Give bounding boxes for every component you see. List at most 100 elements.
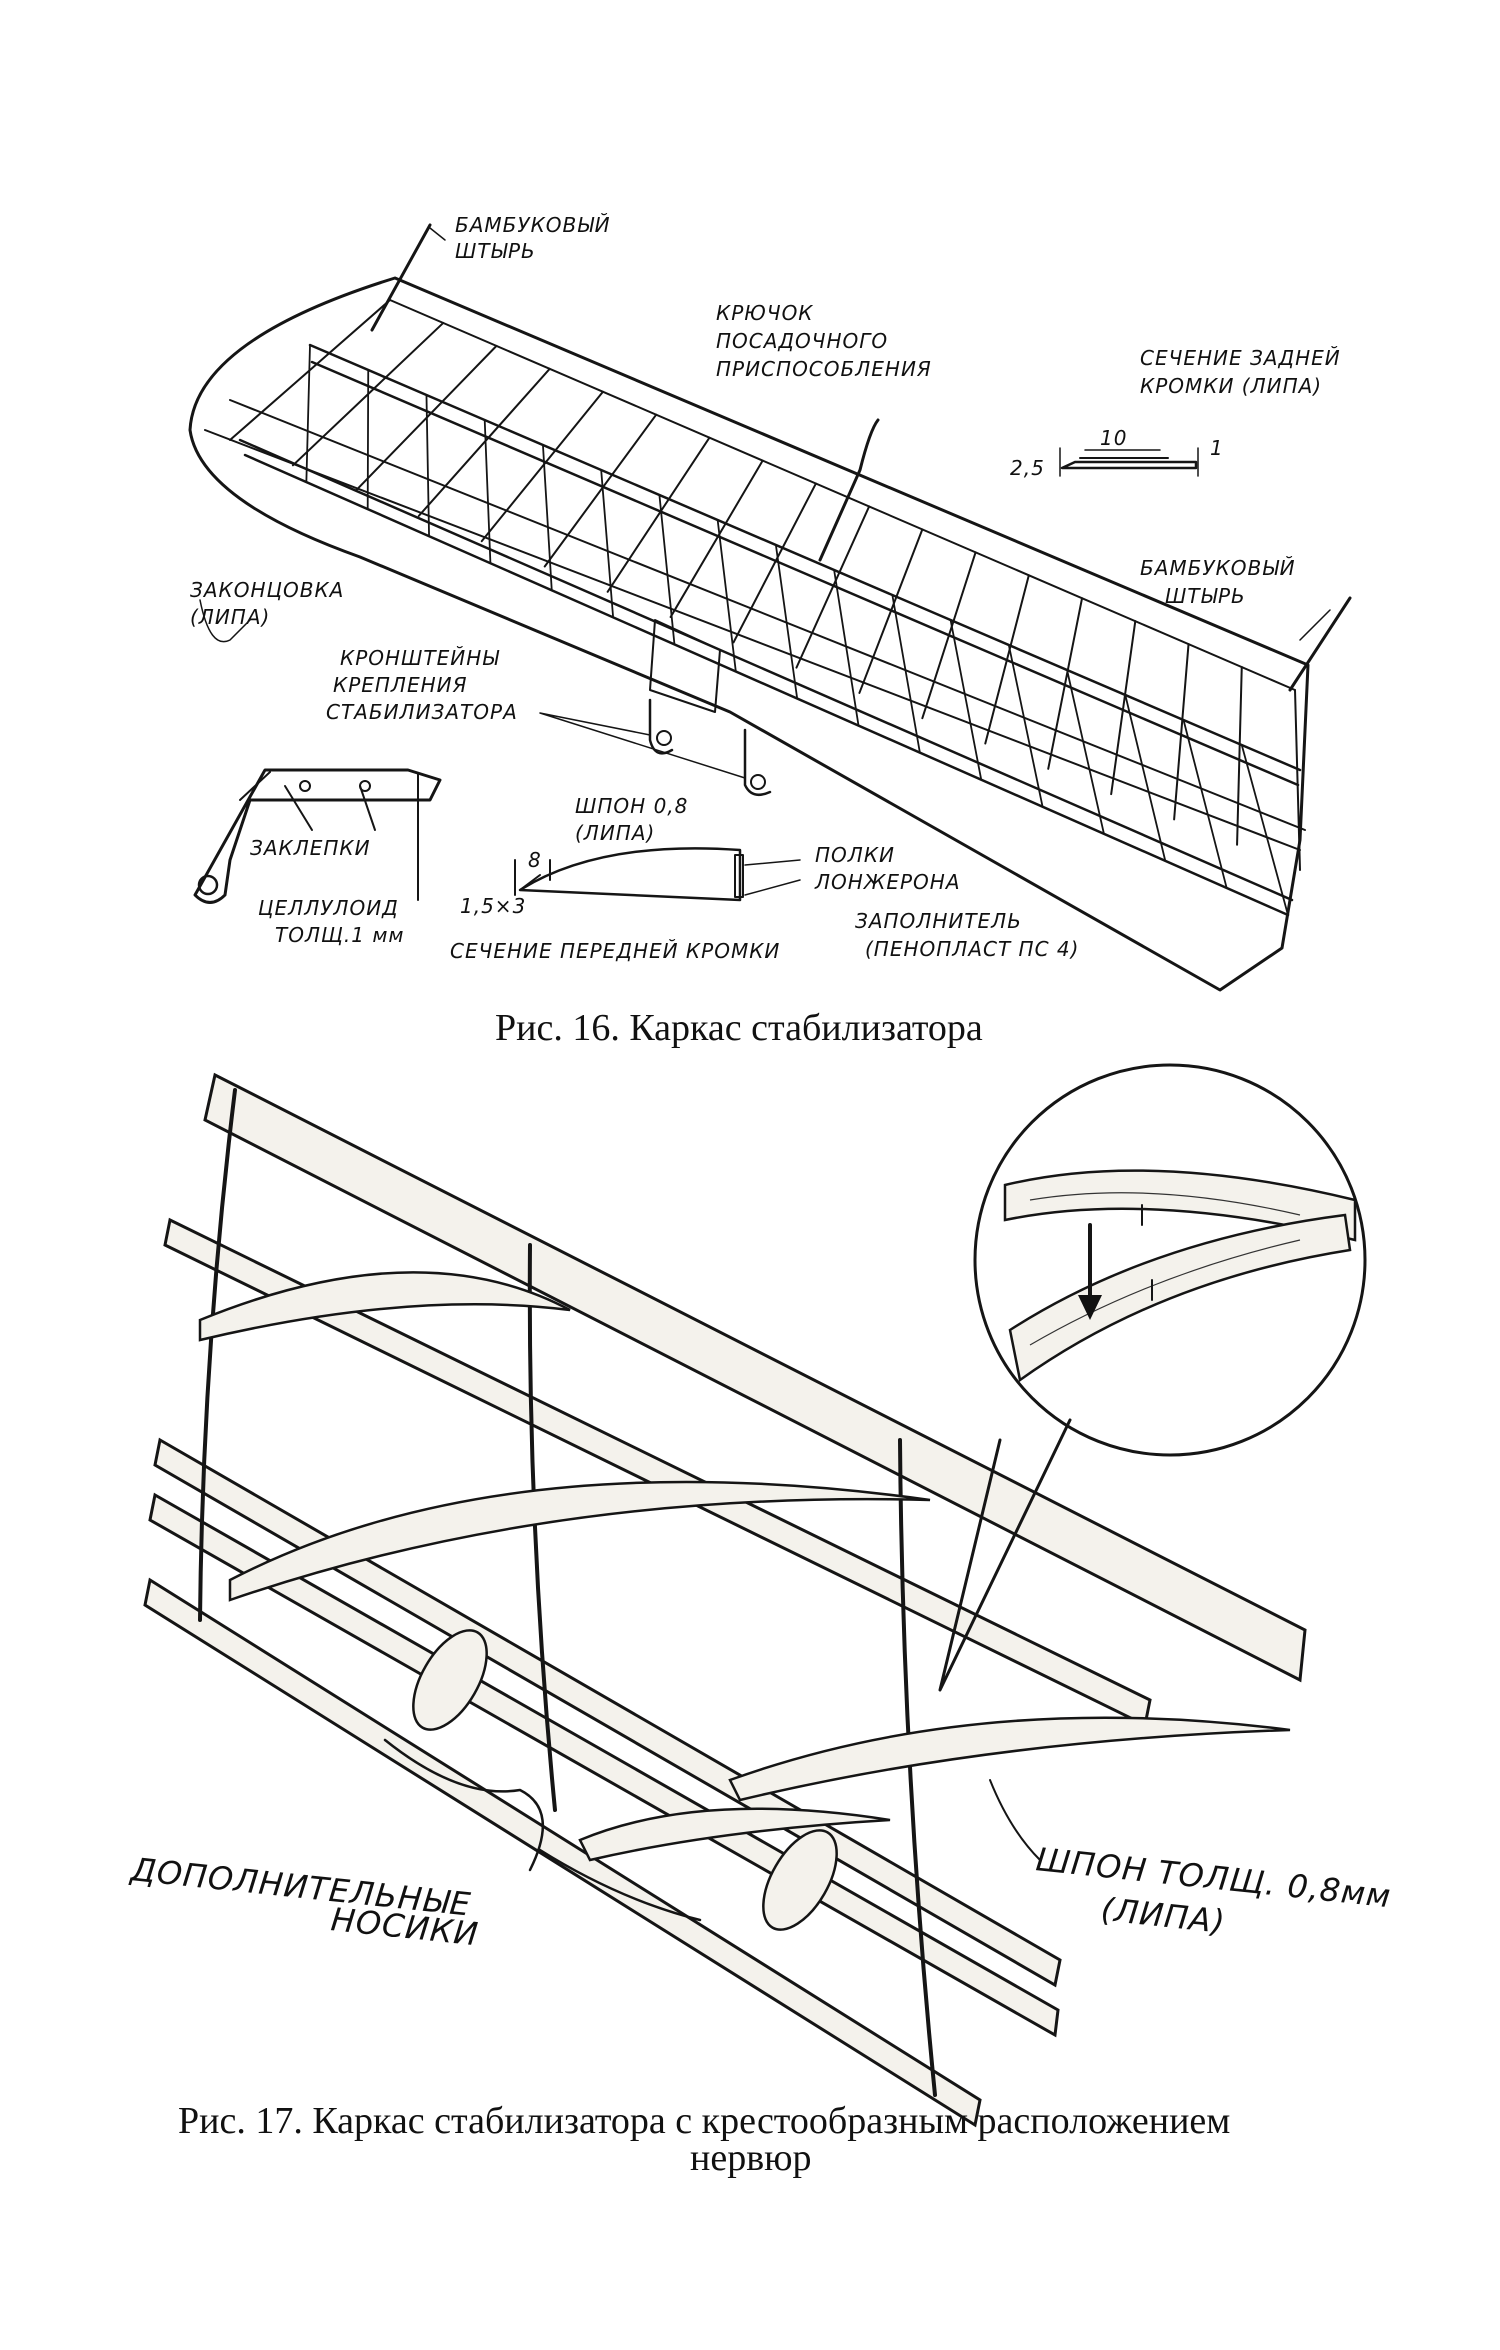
rib xyxy=(1236,666,1243,846)
rib xyxy=(984,574,1030,745)
diagonal-brace xyxy=(366,369,370,511)
rib xyxy=(527,1243,557,1812)
caption-fig17-line2: нервюр xyxy=(690,2137,812,2179)
label-veneer-2: (ЛИПА) xyxy=(575,821,655,845)
label-filler-1: ЗАПОЛНИТЕЛЬ xyxy=(855,909,1022,933)
rib xyxy=(858,528,924,694)
diagonal-brace xyxy=(305,344,311,483)
label-hook-2: ПОСАДОЧНОГО xyxy=(716,329,888,353)
trailing-edge-beam xyxy=(203,1072,1307,1683)
rib xyxy=(1173,643,1190,821)
diagonal-brace xyxy=(483,419,492,565)
extra-noses-brace xyxy=(383,1738,702,1922)
diagonal-brace xyxy=(425,394,430,538)
vertical-ribs xyxy=(198,1088,937,2097)
zoom-detail-content xyxy=(1003,1169,1357,1383)
label-brackets-3: СТАБИЛИЗАТОРА xyxy=(326,700,518,724)
diagonal-brace xyxy=(1007,644,1044,808)
diagonal-brace xyxy=(891,594,921,754)
leading-edge-inner xyxy=(229,399,1306,831)
bracket-1 xyxy=(648,698,674,755)
label-dim-2-5: 2,5 xyxy=(1010,456,1045,480)
veneer-cross-1 xyxy=(198,1271,571,1342)
diagonal-brace xyxy=(1240,744,1289,916)
stabilizer-frame-drawing xyxy=(188,223,1352,992)
label-veneer-1: ШПОН 0,8 xyxy=(575,794,688,818)
diagonal-brace xyxy=(658,494,676,646)
rib xyxy=(1047,597,1084,770)
veneer-cross-4 xyxy=(578,1807,891,1862)
spar-lower xyxy=(143,1577,982,2128)
veneer-cross-3 xyxy=(728,1716,1291,1802)
zoom-detail-circle xyxy=(973,1063,1367,1457)
zoom-pointer xyxy=(938,1418,1072,1692)
label-veneer-2: (ЛИПА) xyxy=(1099,1890,1227,1941)
label-celluloid-1: ЦЕЛЛУЛОИД xyxy=(258,896,399,920)
label-brackets-2: КРЕПЛЕНИЯ xyxy=(333,673,468,697)
rib xyxy=(921,551,977,720)
leading-edge-section xyxy=(514,847,801,902)
label-tip-2: (ЛИПА) xyxy=(190,605,270,629)
rear-spar xyxy=(308,343,1302,772)
trailing-edge-section xyxy=(1059,447,1199,477)
bracket-1-hole xyxy=(656,730,672,746)
diagonal-brace xyxy=(1124,694,1167,862)
label-dim-1-5x3: 1,5×3 xyxy=(460,894,526,918)
label-tip-1: ЗАКОНЦОВКА xyxy=(190,578,344,602)
label-dim-1: 1 xyxy=(1210,436,1224,460)
label-brackets-1: КРОНШТЕЙНЫ xyxy=(340,646,500,670)
label-rivets: ЗАКЛЕПКИ xyxy=(250,836,371,860)
label-spar-flanges-1: ПОЛКИ xyxy=(815,843,895,867)
ribs xyxy=(229,299,1301,871)
rib xyxy=(898,1438,937,2097)
rib xyxy=(795,505,871,669)
label-leading-section: СЕЧЕНИЕ ПЕРЕДНЕЙ КРОМКИ xyxy=(450,939,780,963)
label-hook-3: ПРИСПОСОБЛЕНИЯ xyxy=(716,357,932,381)
rib xyxy=(606,436,711,593)
rib xyxy=(543,413,658,568)
diagonal-brace xyxy=(1066,669,1105,835)
spar-middle-2 xyxy=(148,1492,1060,2038)
label-trailing-section-1: СЕЧЕНИЕ ЗАДНЕЙ xyxy=(1140,346,1341,370)
caption-fig16: Рис. 16. Каркас стабилизатора xyxy=(495,1007,983,1049)
rib xyxy=(1110,620,1137,796)
diagonal-brace xyxy=(833,569,860,727)
label-celluloid-2: ТОЛЩ.1 мм xyxy=(275,923,405,947)
diagonal-brace xyxy=(600,469,615,619)
diagonal-brace xyxy=(542,444,553,592)
rear-spar-2 xyxy=(310,360,1300,787)
label-dim-10: 10 xyxy=(1100,426,1127,450)
label-bamboo-pin-left-1: БАМБУКОВЫЙ xyxy=(455,213,611,237)
bracket-2-hole xyxy=(750,774,766,790)
leading-edge xyxy=(204,429,1301,851)
diagonal-lattice xyxy=(305,344,1289,916)
fig16-labels: БАМБУКОВЫЙ ШТЫРЬ КРЮЧОК ПОСАДОЧНОГО ПРИС… xyxy=(190,213,1341,963)
bamboo-pin-left xyxy=(370,223,432,332)
rib xyxy=(198,1088,237,1622)
rib xyxy=(417,367,551,517)
front-spar xyxy=(238,438,1294,902)
label-bamboo-pin-right-1: БАМБУКОВЫЙ xyxy=(1140,556,1296,580)
rib xyxy=(480,390,604,543)
label-filler-2: (ПЕНОПЛАСТ ПС 4) xyxy=(865,937,1079,961)
label-dim-8: 8 xyxy=(528,848,542,872)
diagonal-brace xyxy=(774,544,799,700)
label-spar-flanges-2: ЛОНЖЕРОНА xyxy=(814,870,961,894)
bamboo-pin-right xyxy=(1288,596,1352,692)
bracket-detail xyxy=(193,768,442,904)
trailing-edge-inner xyxy=(389,299,1296,691)
center-block xyxy=(649,619,721,713)
rib xyxy=(669,459,764,619)
fig16-leaders xyxy=(199,227,1331,779)
label-hook-1: КРЮЧОК xyxy=(716,301,814,325)
diagonal-brace xyxy=(716,519,737,673)
front-spar-2 xyxy=(243,453,1290,917)
extra-nose-1 xyxy=(412,1629,488,1731)
caption-fig17-line1: Рис. 17. Каркас стабилизатора с крестооб… xyxy=(178,2100,1230,2142)
diagonal-brace xyxy=(1182,719,1228,889)
rib xyxy=(732,482,817,644)
veneer-cross-2 xyxy=(228,1480,931,1602)
cross-rib-frame-drawing xyxy=(143,1063,1367,2128)
stabilizer-outline xyxy=(188,276,1310,992)
